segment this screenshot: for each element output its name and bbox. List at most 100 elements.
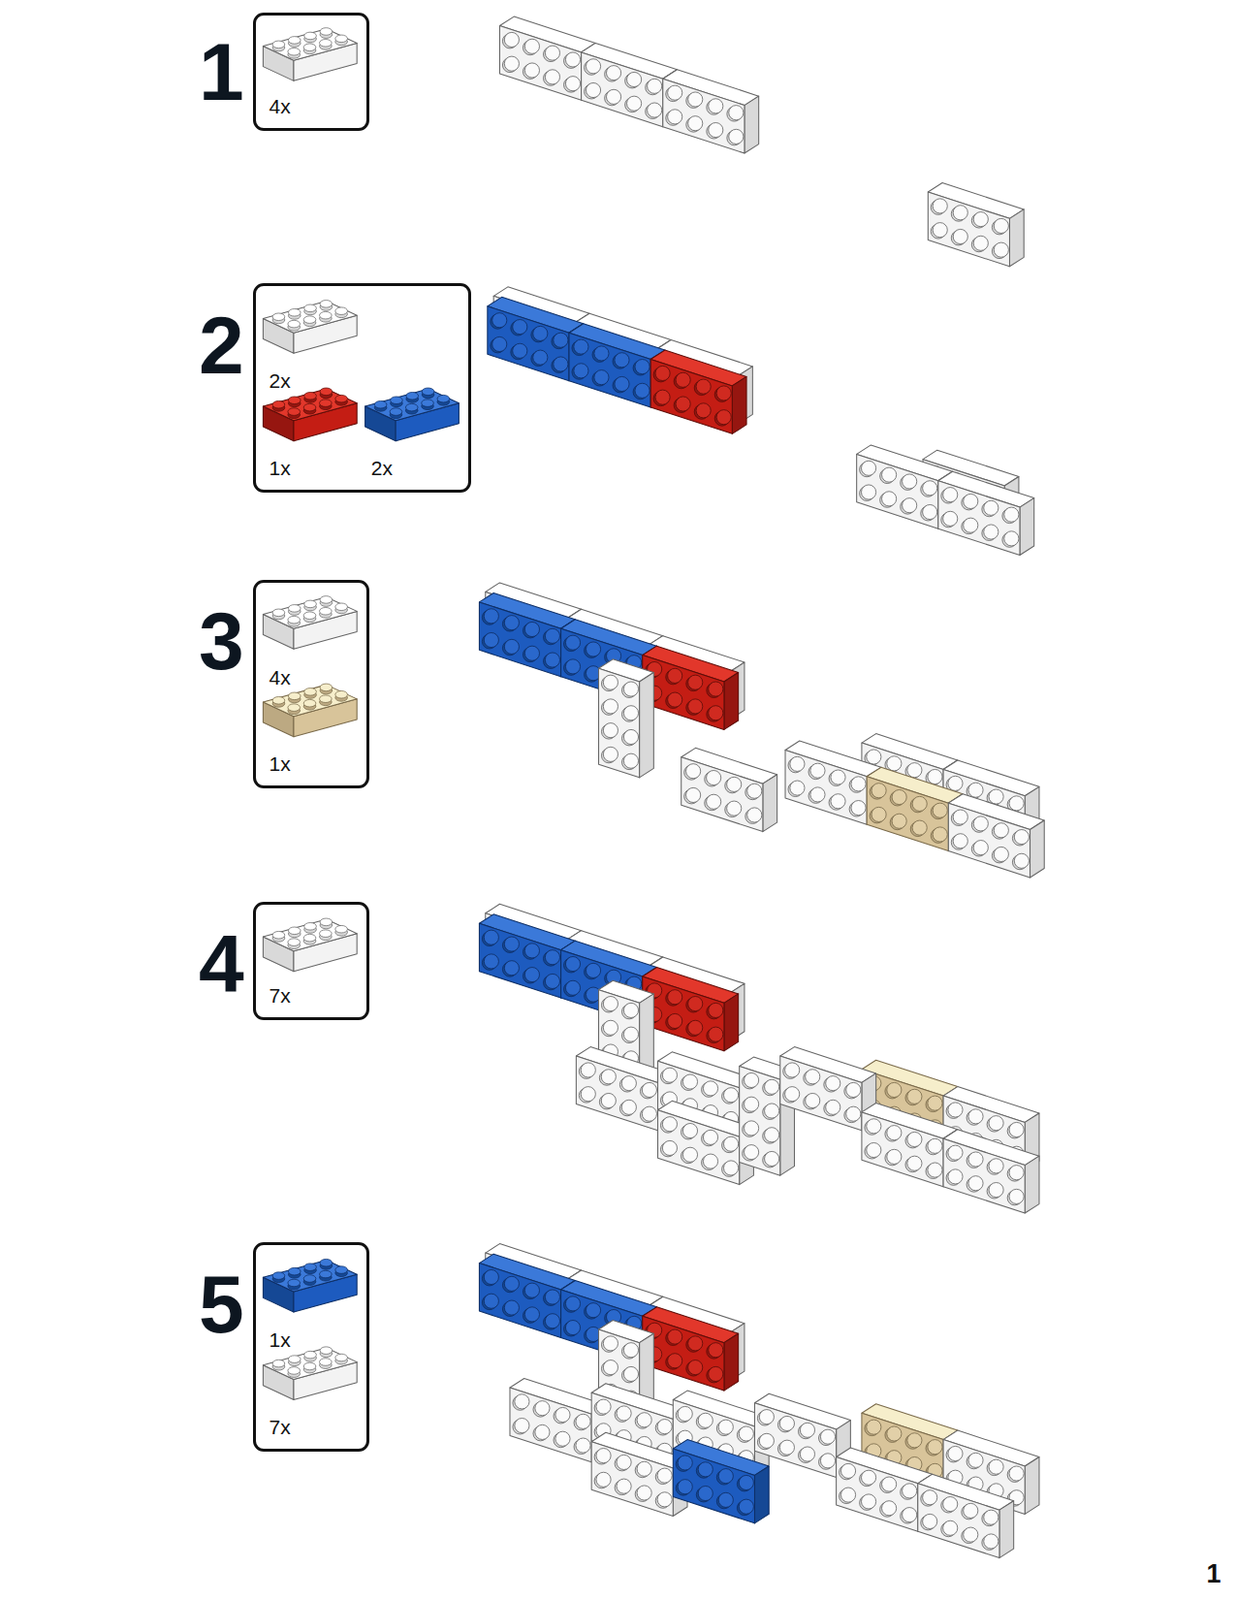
stud <box>738 1474 754 1490</box>
brick-face <box>918 1483 1000 1558</box>
stud <box>504 936 519 951</box>
lego-brick <box>681 747 778 831</box>
icon-top <box>262 684 357 717</box>
stud <box>623 1342 638 1358</box>
stud <box>492 313 508 328</box>
stud <box>565 76 580 92</box>
stud <box>887 756 902 771</box>
stud <box>902 1483 918 1498</box>
stud <box>968 1151 983 1167</box>
stud <box>907 762 922 778</box>
stud <box>602 674 618 690</box>
stud <box>927 768 943 784</box>
stud <box>623 1026 638 1042</box>
brick-face <box>780 1055 862 1131</box>
brick-face <box>599 667 640 778</box>
stud <box>891 813 907 828</box>
stud <box>621 1076 636 1091</box>
icon-top <box>262 1259 357 1292</box>
stud <box>602 1360 618 1375</box>
icon-stud <box>304 600 317 608</box>
stud <box>983 1533 999 1549</box>
icon-stud <box>304 1263 317 1271</box>
stud <box>922 1489 938 1505</box>
icon-stud <box>272 40 286 49</box>
stud <box>483 929 499 945</box>
part-icon <box>365 387 460 442</box>
stud <box>616 1405 632 1421</box>
stud <box>575 1413 591 1428</box>
stud <box>866 1141 882 1157</box>
stud <box>585 1302 601 1318</box>
stud <box>614 376 630 391</box>
brick-face <box>681 757 763 832</box>
icon-stud <box>287 938 301 947</box>
stud <box>820 1428 835 1444</box>
stud <box>544 950 560 965</box>
stud <box>524 645 539 661</box>
stud <box>708 122 724 137</box>
icon-stud <box>319 28 333 36</box>
stud <box>565 634 580 650</box>
icon-stud <box>287 1267 301 1275</box>
brick-side <box>1024 1456 1040 1514</box>
stud <box>688 92 703 107</box>
stud <box>718 1419 733 1434</box>
stud <box>657 1467 672 1483</box>
icon-stud <box>319 300 333 309</box>
stud <box>882 1476 897 1491</box>
stud <box>636 1485 652 1500</box>
stud <box>1009 795 1024 811</box>
stud <box>575 1437 591 1453</box>
icon-top <box>262 301 357 334</box>
stud <box>514 1418 530 1433</box>
icon-stud <box>421 399 435 408</box>
stud <box>580 1086 596 1102</box>
stud <box>585 962 601 978</box>
icon-stud <box>287 408 301 416</box>
icon-stud <box>287 604 301 613</box>
stud <box>585 641 601 657</box>
icon-stud <box>303 316 317 324</box>
lego-brick <box>599 659 655 778</box>
stud <box>988 1181 1004 1197</box>
step-number: 2 <box>198 304 245 386</box>
icon-stud <box>335 1266 349 1274</box>
stud <box>830 769 846 785</box>
stud <box>968 782 983 797</box>
lego-brick <box>948 793 1045 878</box>
stud <box>927 1162 943 1177</box>
brick-face <box>569 332 651 408</box>
stud <box>861 1493 877 1509</box>
stud <box>952 228 968 244</box>
stud <box>623 753 638 768</box>
stud <box>697 1485 713 1500</box>
icon-stud <box>390 396 404 405</box>
stud <box>627 95 642 111</box>
stud <box>594 346 609 361</box>
stud <box>655 389 670 405</box>
stud <box>514 1394 530 1409</box>
stud <box>871 783 887 798</box>
icon-stud <box>304 304 317 313</box>
stud <box>825 1076 841 1091</box>
stud <box>544 628 560 643</box>
stud <box>866 1118 882 1134</box>
stud <box>738 1426 754 1441</box>
part-count: 4x <box>269 666 291 688</box>
stud <box>647 78 663 94</box>
stud <box>544 1289 560 1304</box>
icon-top <box>262 919 357 951</box>
stud <box>606 89 622 104</box>
stud <box>504 1275 519 1291</box>
stud <box>799 1446 815 1461</box>
stud <box>504 56 519 71</box>
stud <box>805 1069 821 1084</box>
stud <box>948 775 963 791</box>
stud <box>948 1144 963 1160</box>
stud <box>688 698 703 714</box>
brick-face <box>672 1448 755 1523</box>
stud <box>993 242 1009 257</box>
icon-stud <box>319 399 333 408</box>
stud <box>616 1478 632 1493</box>
